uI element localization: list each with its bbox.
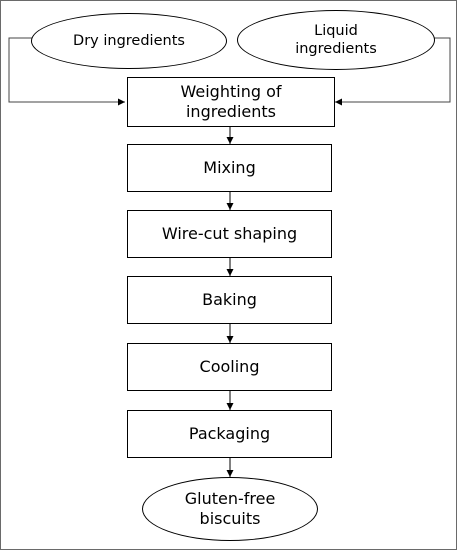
step-weighting: Weighting of ingredients [127,77,335,127]
node-dry-ingredients-label: Dry ingredients [73,32,185,49]
node-gluten-free-biscuits: Gluten-free biscuits [142,477,318,541]
connector-dry-to-weighting [8,37,125,106]
node-liquid-ingredients-label: Liquid ingredients [295,22,377,57]
step-mixing-label: Mixing [203,158,256,177]
step-baking-label: Baking [202,290,257,309]
node-gluten-free-biscuits-label: Gluten-free biscuits [184,489,276,528]
step-wire-cut-shaping: Wire-cut shaping [127,210,332,258]
node-dry-ingredients: Dry ingredients [31,13,227,69]
step-packaging-label: Packaging [188,424,271,443]
step-cooling: Cooling [127,343,332,391]
node-liquid-ingredients: Liquid ingredients [237,10,435,70]
step-mixing: Mixing [127,144,332,192]
step-weighting-label: Weighting of ingredients [180,82,282,121]
step-baking: Baking [127,276,332,324]
step-cooling-label: Cooling [199,357,260,376]
step-packaging: Packaging [127,410,332,458]
connector-liquid-to-weighting [335,37,451,106]
step-wire-cut-shaping-label: Wire-cut shaping [161,224,298,243]
